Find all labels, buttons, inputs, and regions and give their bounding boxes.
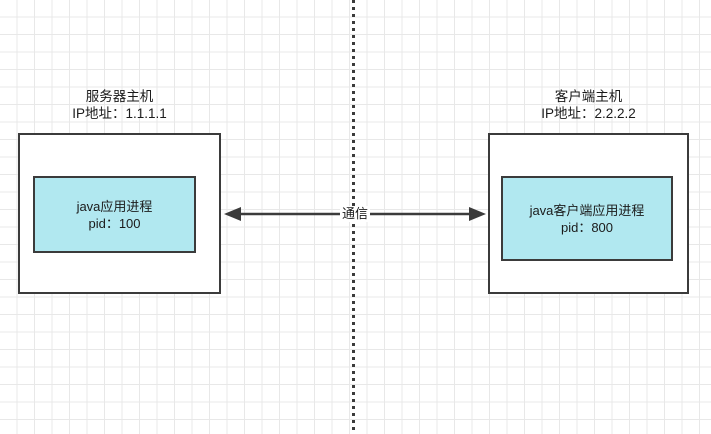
client-process-pid: pid：800 [560,219,614,235]
client-process-box: java客户端应用进程 pid：800 [501,176,673,261]
server-host-ip: IP地址：1.1.1.1 [72,106,167,121]
server-process-pid: pid：100 [88,215,141,231]
server-host-caption: 服务器主机 IP地址：1.1.1.1 [18,88,221,122]
client-host-ip: IP地址：2.2.2.2 [541,106,636,121]
server-process-name: java应用进程 [76,198,153,214]
client-host-name: 客户端主机 [554,89,623,104]
client-host-caption: 客户端主机 IP地址：2.2.2.2 [488,88,689,122]
client-process-name: java客户端应用进程 [529,202,645,218]
communication-label: 通信 [339,206,371,222]
communication-connector: 通信 [221,200,489,228]
server-host-name: 服务器主机 [85,89,154,104]
server-process-box: java应用进程 pid：100 [33,176,196,253]
